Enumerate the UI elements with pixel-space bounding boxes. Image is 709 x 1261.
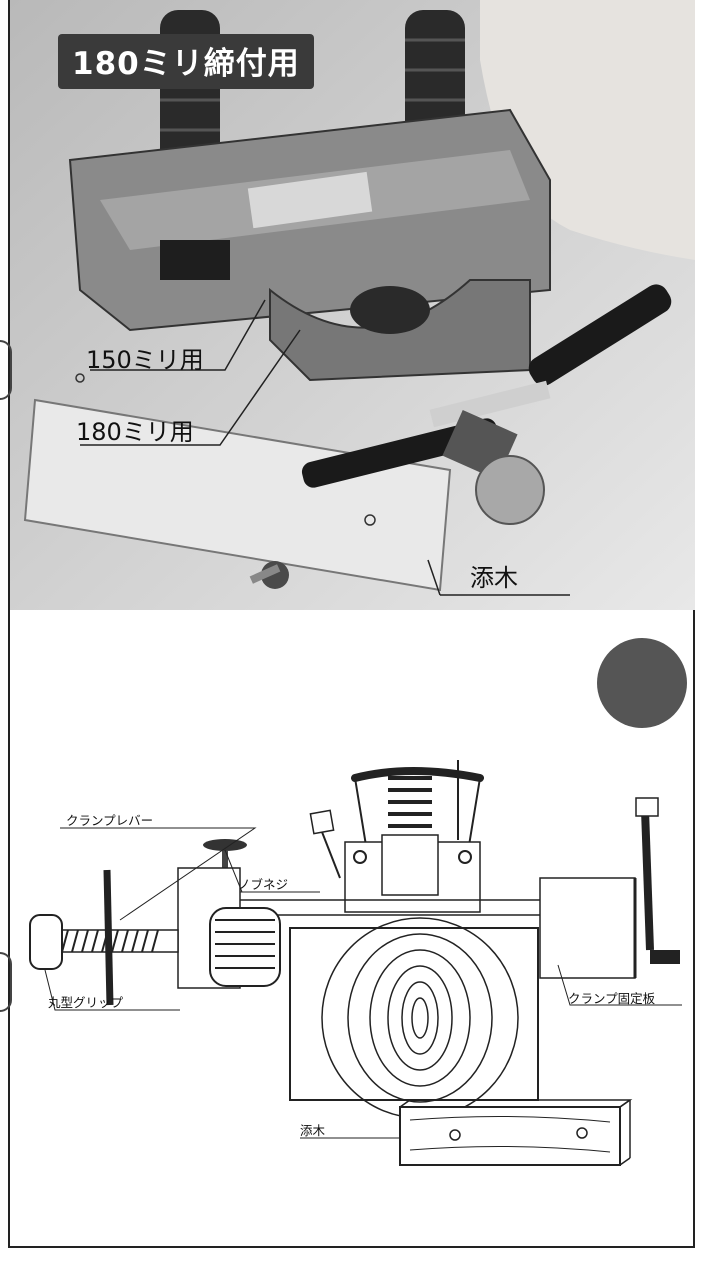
label-soegi-diagram: 添木	[300, 1123, 326, 1138]
label-clamp-plate: クランプ固定板	[568, 991, 656, 1006]
page-frame	[8, 0, 695, 1248]
label-180mm: 180ミリ用	[76, 418, 194, 446]
clamp-diagram	[29, 760, 682, 1166]
label-round-grip: 丸型グリップ	[48, 995, 124, 1010]
page-title: 180ミリ締付用	[58, 34, 314, 89]
clamp-photo: 180ミリ締付用 150ミリ用 180ミリ用 添木	[10, 0, 695, 610]
label-soegi-photo: 添木	[470, 564, 518, 592]
section-marker-dot	[597, 638, 687, 728]
label-knob-screw: ノブネジ	[238, 877, 289, 892]
clamp-photo-illustration	[10, 0, 695, 610]
label-150mm: 150ミリ用	[86, 346, 204, 374]
label-clamp-lever: クランプレバー	[66, 813, 154, 828]
side-tab-upper	[0, 340, 12, 400]
